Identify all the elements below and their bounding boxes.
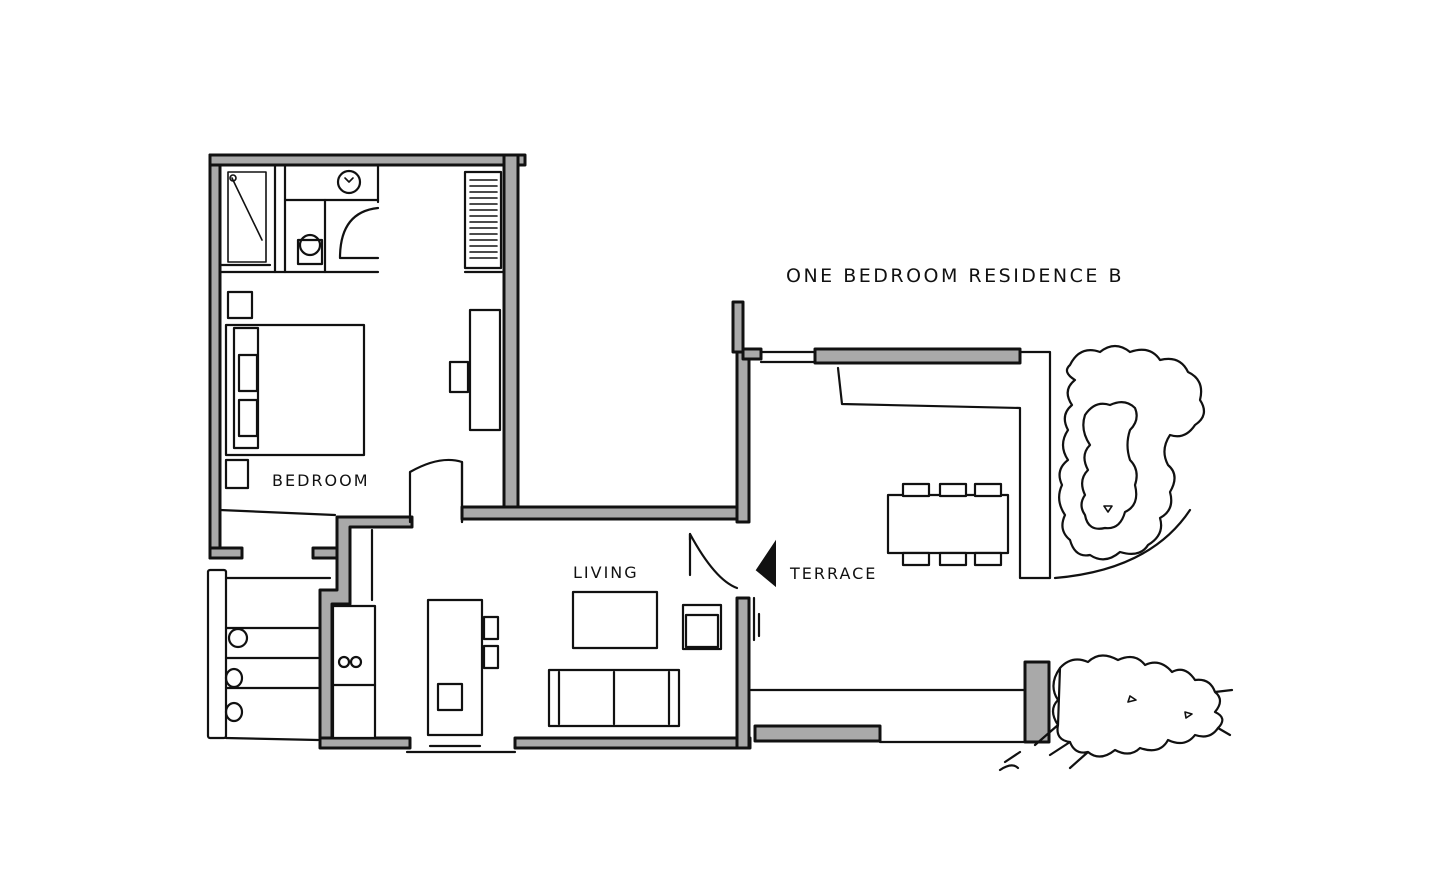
wall-planter-south <box>1023 660 1051 744</box>
terrace: TERRACE <box>749 350 1052 744</box>
bathroom <box>218 163 380 274</box>
wall-bedroom-east <box>502 153 520 517</box>
wall-terrace-west <box>735 350 751 524</box>
wall-living-west <box>318 515 414 746</box>
toilet-icon <box>296 233 324 266</box>
wardrobe <box>463 170 506 274</box>
wall-terrace-north-stub <box>731 300 745 354</box>
wall-west <box>208 153 222 560</box>
wall-living-north <box>460 505 742 521</box>
wall-north <box>208 153 527 167</box>
dining-chairs <box>901 482 1003 567</box>
bar-stool-icon <box>482 615 500 641</box>
kitchen-counter <box>331 604 377 740</box>
desk-icon <box>468 308 502 432</box>
drawing-title: ONE BEDROOM RESIDENCE B <box>786 265 1124 287</box>
planter-icon <box>224 667 244 689</box>
planter-icon <box>224 701 244 723</box>
entry-door-swing <box>688 532 739 590</box>
sink-icon <box>436 682 464 712</box>
terrace-label: TERRACE <box>789 564 877 583</box>
tree-icon <box>1053 344 1206 580</box>
bathroom-door-swing <box>338 206 380 260</box>
walls <box>208 153 1051 750</box>
wall-bedroom-south-a <box>208 546 244 560</box>
tree-icon <box>998 654 1234 772</box>
wall-living-east <box>735 596 751 750</box>
desk-chair-icon <box>448 360 470 394</box>
living-room: LIVING <box>331 528 761 754</box>
kitchen-island <box>426 598 484 737</box>
dining-table-icon <box>886 493 1010 555</box>
wall-living-south-a <box>318 736 412 750</box>
bedside-table-top <box>226 290 254 320</box>
basin-icon <box>336 169 362 195</box>
bedroom: BEDROOM <box>218 290 502 524</box>
coffee-table-icon <box>571 590 659 650</box>
hob-icon <box>337 655 351 669</box>
bedroom-label: BEDROOM <box>272 471 370 490</box>
bedroom-door-swing <box>408 458 464 524</box>
wall-living-south-b <box>513 736 752 750</box>
wall-terrace-bottom <box>753 724 882 743</box>
entry-area <box>206 568 332 742</box>
shower-icon <box>227 171 267 263</box>
wall-terrace-top-a <box>741 347 763 361</box>
living-label: LIVING <box>573 563 639 582</box>
entry-arrow-icon <box>755 539 776 588</box>
bed-icon <box>224 323 366 457</box>
bedside-table-bottom <box>224 458 250 490</box>
hob-icon <box>349 655 363 669</box>
planter-icon <box>227 627 249 649</box>
bar-stool-icon <box>482 644 500 670</box>
wall-terrace-top-b <box>813 347 1022 365</box>
